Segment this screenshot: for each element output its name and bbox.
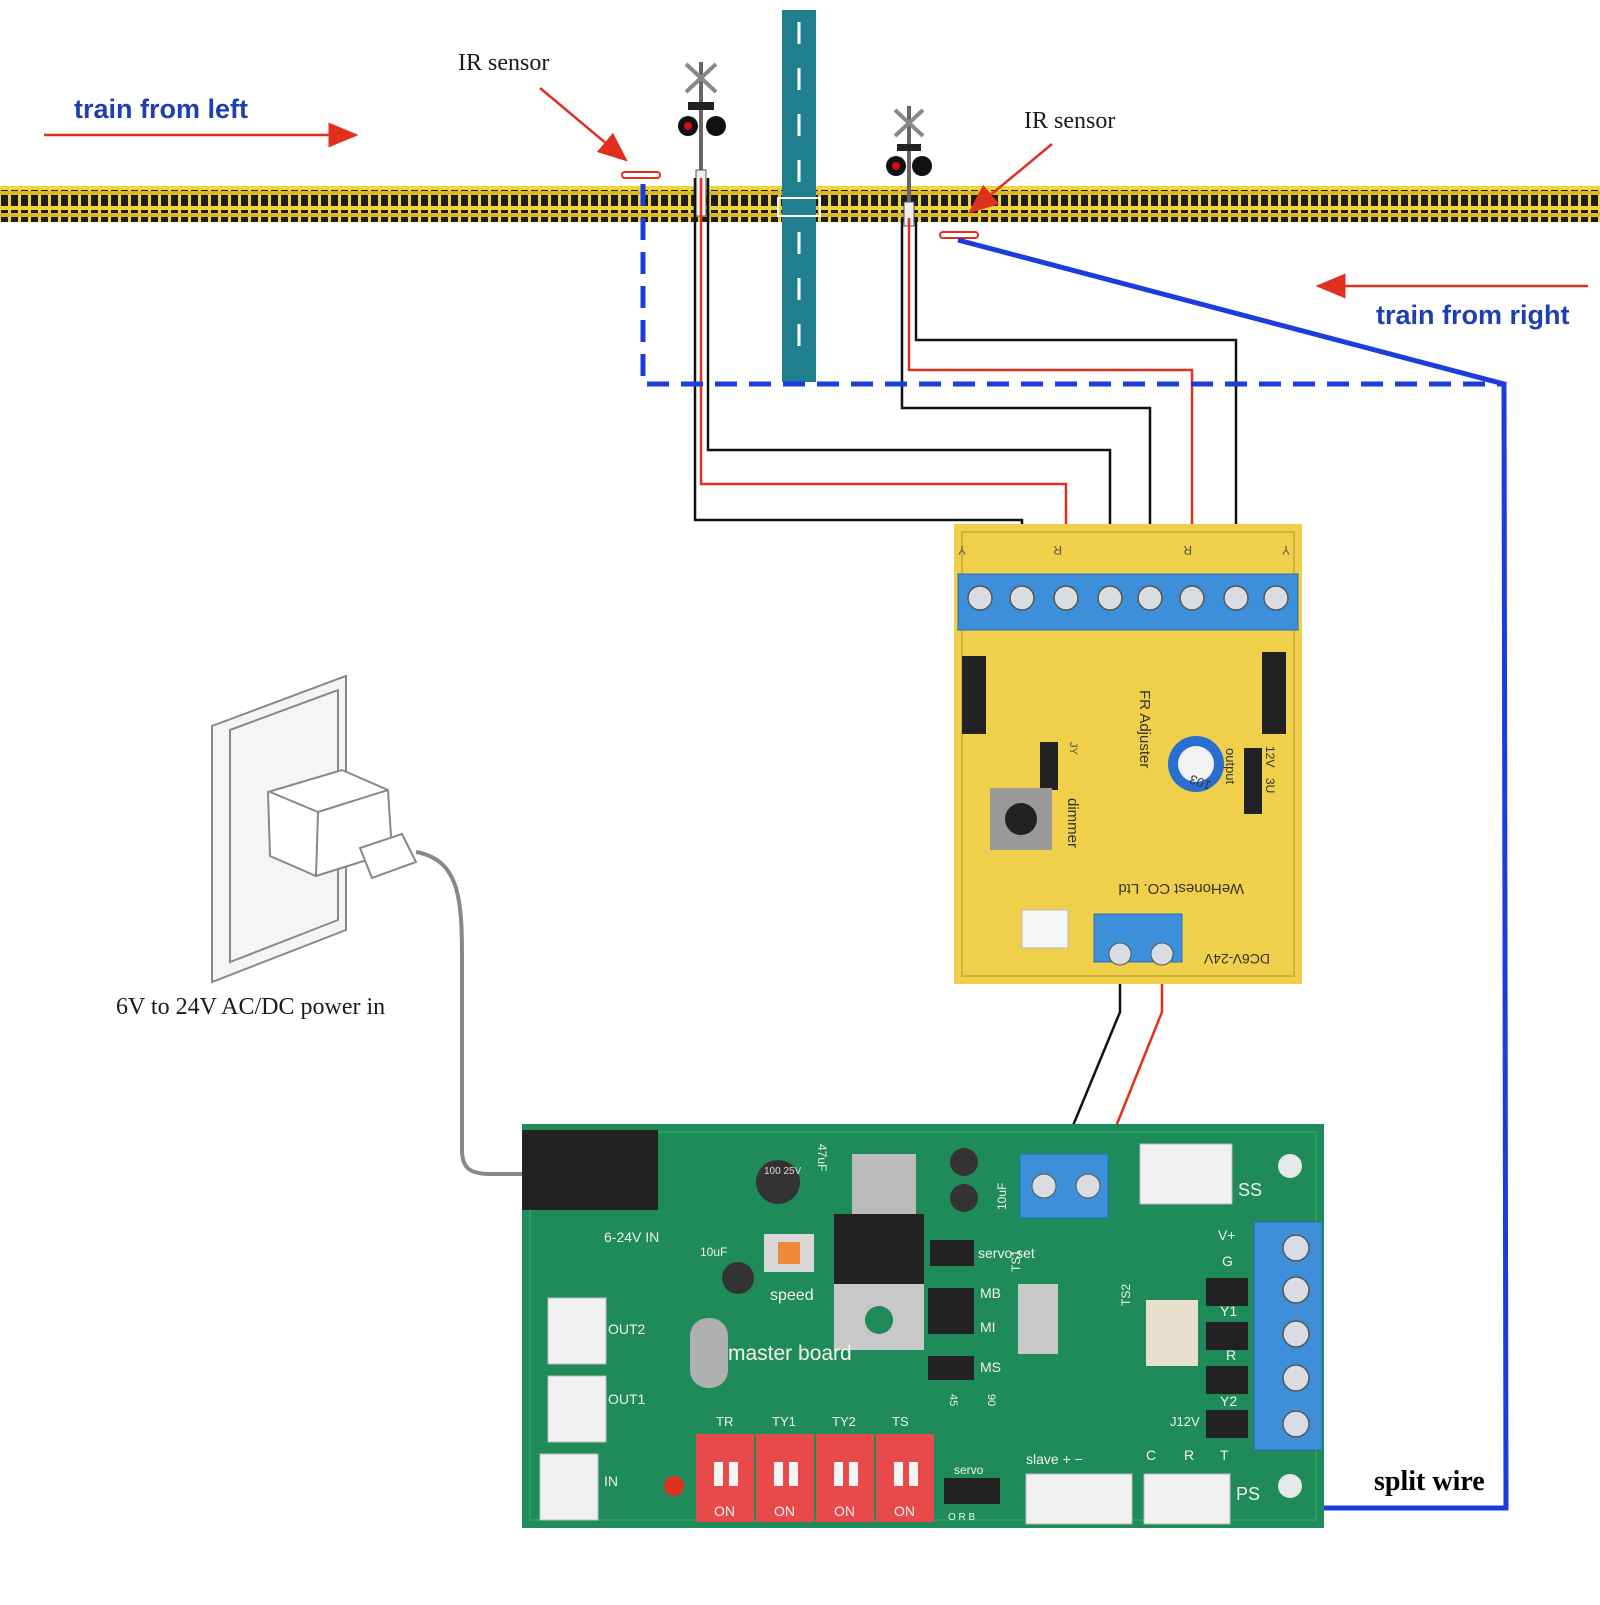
wire-right-red — [907, 218, 1194, 604]
master-slave-label: slave + − — [1026, 1451, 1083, 1467]
master-mi-label: MI — [980, 1319, 996, 1335]
dip-on-tr: ON — [714, 1503, 735, 1519]
driver-jy-label: JY — [1067, 742, 1079, 756]
dip-on-ty2: ON — [834, 1503, 855, 1519]
master-deg45-label: 45 — [947, 1394, 959, 1406]
master-out1-label: OUT1 — [608, 1391, 646, 1407]
ir-sensor-left-mark — [621, 171, 661, 179]
ir-sensor-left-arrow — [539, 87, 628, 162]
master-y2-label: Y2 — [1220, 1393, 1237, 1409]
dip-on-ty1: ON — [774, 1503, 795, 1519]
master-ps-label: PS — [1236, 1484, 1260, 1504]
driver-3u-label: 3U — [1263, 778, 1277, 793]
master-servo-label: servo — [954, 1463, 984, 1477]
driver-y-left-label: Y — [958, 543, 966, 557]
master-servo-set-label: servo set — [978, 1245, 1035, 1261]
ir-sensor-right-mark — [939, 231, 979, 239]
crossing-signal-right — [886, 106, 932, 227]
master-y1-label: Y1 — [1220, 1303, 1237, 1319]
ir-sensor-right-arrow — [968, 143, 1053, 214]
wire-right-black-a — [914, 218, 1238, 604]
master-j12v-label: J12V — [1170, 1414, 1200, 1429]
driver-dimmer-label: dimmer — [1064, 798, 1081, 848]
master-cap100-label: 100 25V — [764, 1166, 802, 1177]
ir-sensor-right-label: IR sensor — [1024, 108, 1116, 134]
driver-adjuster-label: FR Adjuster — [1136, 690, 1153, 768]
split-wire-label: split wire — [1374, 1466, 1485, 1497]
dip-label-ts: TS — [892, 1414, 909, 1429]
master-cap10a-label: 10uF — [700, 1245, 727, 1259]
master-in-label: IN — [604, 1473, 618, 1489]
driver-voltage-label: DC6V-24V — [1203, 951, 1270, 967]
master-r-label: R — [1226, 1347, 1236, 1363]
master-ts2-label: TS2 — [1119, 1284, 1133, 1306]
dip-label-ty1: TY1 — [772, 1414, 796, 1429]
master-c-label: C — [1146, 1447, 1156, 1463]
train-from-right-label: train from right — [1376, 300, 1570, 330]
master-deg90-label: 90 — [985, 1394, 997, 1406]
master-out2-label: OUT2 — [608, 1321, 646, 1337]
master-speed-label: speed — [770, 1287, 814, 1304]
driver-board: FR Adjuster dimmer output WeHonest CO. L… — [954, 524, 1302, 984]
driver-screw-terminals — [967, 585, 1289, 611]
driver-brand-label: WeHonest CO. Ltd — [1118, 880, 1244, 897]
master-title-label: master board — [728, 1342, 852, 1365]
power-in-label: 6V to 24V AC/DC power in — [116, 994, 386, 1020]
driver-r-right-label: R — [1183, 543, 1192, 557]
dip-on-ts: ON — [894, 1503, 915, 1519]
master-cap10b-label: 10uF — [995, 1183, 1009, 1210]
master-mb-label: MB — [980, 1285, 1001, 1301]
master-servo-pins-label: O R B — [948, 1512, 976, 1523]
master-r2-label: R — [1184, 1447, 1194, 1463]
ir-sensor-left-label: IR sensor — [458, 50, 550, 76]
road — [777, 10, 821, 382]
master-t-label: T — [1220, 1447, 1229, 1463]
master-g-label: G — [1222, 1253, 1233, 1269]
driver-output-label: output — [1223, 748, 1238, 785]
master-input-label: 6-24V IN — [604, 1229, 659, 1245]
master-ms-label: MS — [980, 1359, 1001, 1375]
train-from-left-label: train from left — [74, 94, 249, 124]
driver-r-left-label: R — [1053, 543, 1062, 557]
master-board: master board 6-24V IN speed servo set sl… — [522, 1124, 1324, 1528]
split-wire — [640, 184, 1509, 1511]
wire-right-black-b — [900, 218, 1152, 604]
dip-label-ty2: TY2 — [832, 1414, 856, 1429]
dip-label-tr: TR — [716, 1414, 733, 1429]
driver-y-right-label: Y — [1282, 543, 1290, 557]
driver-cap-label: 103 — [1188, 772, 1214, 794]
master-cap47-label: 47uF — [815, 1144, 829, 1171]
master-ts1-label: TS1 — [1009, 1250, 1023, 1272]
dip-switches — [696, 1434, 934, 1522]
driver-12v-label: 12V — [1263, 746, 1277, 767]
wall-outlet-charger — [211, 674, 532, 1176]
master-vplus-label: V+ — [1218, 1227, 1236, 1243]
master-ss-label: SS — [1238, 1180, 1262, 1200]
